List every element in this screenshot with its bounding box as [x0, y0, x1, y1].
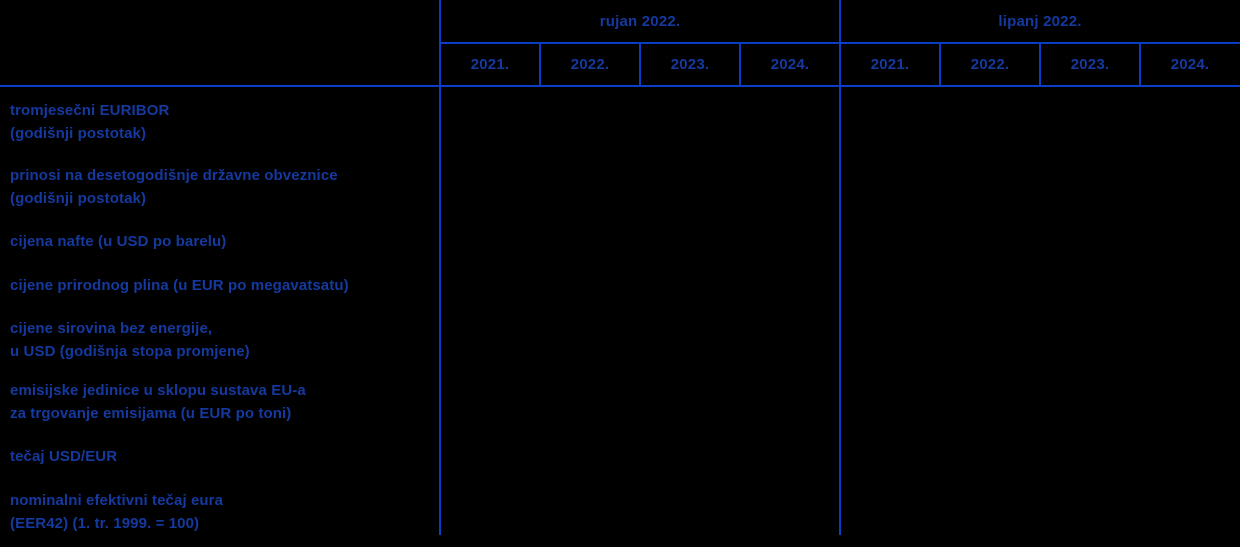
year-column-header: 2021.	[870, 56, 910, 73]
row-label-natural-gas-prices: cijene prirodnog plina (u EUR po megavat…	[10, 274, 434, 297]
table-border-horizontal-under-year-headers	[0, 85, 1240, 87]
table-border-year-separator	[539, 44, 541, 85]
row-label-line: cijene sirovina bez energije,	[10, 320, 213, 337]
table-border-year-separator	[939, 44, 941, 85]
row-label-line: tečaj USD/EUR	[10, 448, 118, 465]
year-column-header: 2024.	[1170, 56, 1210, 73]
table-border-year-separator	[1039, 44, 1041, 85]
row-label-line: cijena nafte (u USD po barelu)	[10, 233, 227, 250]
row-label-nominal-effective-exchange-rate: nominalni efektivni tečaj eura (EER42) (…	[10, 489, 434, 535]
table-border-year-separator	[739, 44, 741, 85]
row-label-line: tromjesečni EURIBOR	[10, 102, 170, 119]
row-label-line: nominalni efektivni tečaj eura	[10, 492, 224, 509]
table-border-year-separator	[1139, 44, 1141, 85]
column-group-header-lipanj-2022: lipanj 2022.	[998, 12, 1082, 30]
year-column-header: 2022.	[570, 56, 610, 73]
row-label-line: emisijske jedinice u sklopu sustava EU-a	[10, 382, 306, 399]
column-group-header-rujan-2022: rujan 2022.	[599, 12, 681, 30]
row-label-line: prinosi na desetogodišnje državne obvezn…	[10, 167, 338, 184]
row-label-line: cijene prirodnog plina (u EUR po megavat…	[10, 277, 349, 294]
table-border-vertical-labels	[439, 0, 441, 535]
table-border-horizontal-under-group-headers	[439, 42, 1240, 44]
year-column-header: 2021.	[470, 56, 510, 73]
row-label-government-bond-yields: prinosi na desetogodišnje državne obvezn…	[10, 164, 434, 210]
row-label-line: (godišnji postotak)	[10, 125, 147, 142]
row-label-eu-ets-emission-allowances: emisijske jedinice u sklopu sustava EU-a…	[10, 379, 434, 425]
row-label-usd-eur-exchange-rate: tečaj USD/EUR	[10, 445, 434, 468]
year-column-header: 2023.	[670, 56, 710, 73]
row-label-oil-price: cijena nafte (u USD po barelu)	[10, 230, 434, 253]
table-border-vertical-group-divider	[839, 0, 841, 535]
row-label-line: (EER42) (1. tr. 1999. = 100)	[10, 515, 200, 532]
row-label-line: za trgovanje emisijama (u EUR po toni)	[10, 405, 292, 422]
row-label-line: u USD (godišnja stopa promjene)	[10, 343, 250, 360]
table-border-year-separator	[639, 44, 641, 85]
year-column-header: 2022.	[970, 56, 1010, 73]
year-column-header: 2024.	[770, 56, 810, 73]
row-label-non-energy-commodity-prices: cijene sirovina bez energije, u USD (god…	[10, 317, 434, 363]
row-label-line: (godišnji postotak)	[10, 190, 147, 207]
row-label-euribor: tromjesečni EURIBOR (godišnji postotak)	[10, 99, 434, 145]
year-column-header: 2023.	[1070, 56, 1110, 73]
